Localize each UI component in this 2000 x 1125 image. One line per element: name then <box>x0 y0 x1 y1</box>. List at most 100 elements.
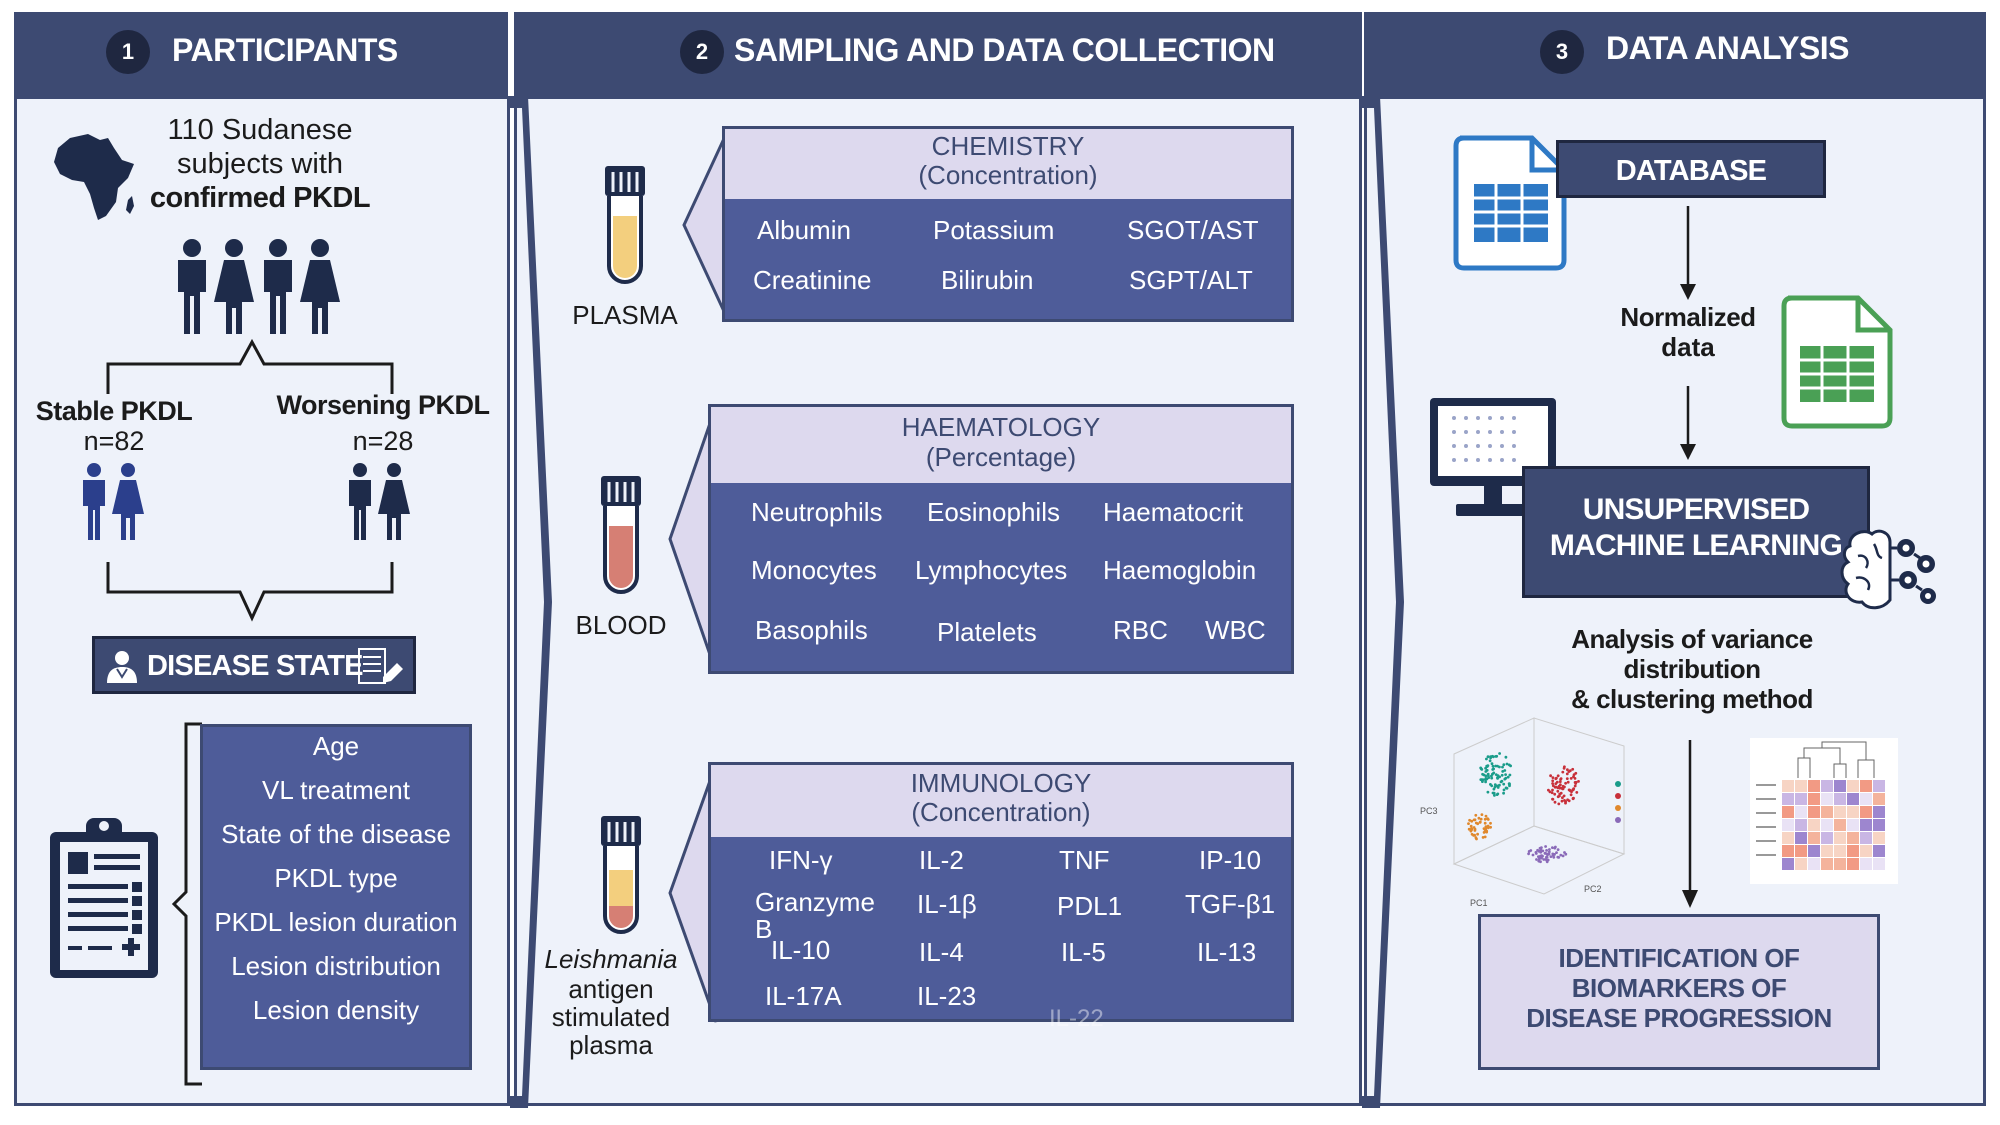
scatter-point <box>1485 777 1489 781</box>
heatmap-cell <box>1782 780 1794 792</box>
people-icon <box>178 239 340 334</box>
variables-box: Age VL treatment State of the disease PK… <box>200 724 472 1070</box>
normalized-line-1: Normalized <box>1620 302 1756 332</box>
doctor-icon <box>107 651 137 683</box>
scatter-point <box>1490 762 1494 766</box>
normalized-line-2: data <box>1661 332 1715 362</box>
chemistry-item: SGOT/AST <box>1127 215 1259 245</box>
scatter-point <box>1505 786 1509 790</box>
scatter-point <box>1574 771 1578 775</box>
scatter-point <box>1562 794 1566 798</box>
scatter-point <box>1502 791 1505 795</box>
scatter-point <box>1546 858 1550 862</box>
haematology-head: HAEMATOLOGY (Percentage) <box>711 407 1291 483</box>
scatter-point <box>1535 858 1538 861</box>
scatter-point <box>1490 776 1494 780</box>
antigen-label-line: antigen <box>568 974 654 1004</box>
heatmap-cell <box>1847 832 1859 844</box>
heatmap-cell <box>1821 793 1833 805</box>
scatter-point <box>1498 775 1501 779</box>
scatter-point <box>1483 817 1487 821</box>
chevron-arrow-1 <box>510 96 552 1108</box>
heatmap-cell <box>1808 819 1820 831</box>
heatmap-cell <box>1795 806 1807 818</box>
immunology-item: IL-23 <box>917 981 977 1011</box>
scatter-point <box>1549 774 1552 778</box>
chemistry-head: CHEMISTRY (Concentration) <box>725 129 1291 199</box>
scatter-point <box>1563 851 1566 854</box>
ml-line-1: UNSUPERVISED <box>1582 493 1810 526</box>
scatter-point <box>1473 829 1477 832</box>
scatter-point <box>1544 845 1547 848</box>
scatter-point <box>1560 799 1564 803</box>
scatter-point <box>1551 788 1554 792</box>
scatter-point <box>1571 788 1575 792</box>
heatmap-cell <box>1782 819 1794 831</box>
scatter-point <box>1551 779 1555 783</box>
scatter-point <box>1496 764 1499 768</box>
participants-line-3: confirmed PKDL <box>149 182 371 214</box>
scatter-point <box>1468 818 1471 822</box>
scatter-point <box>1571 797 1575 800</box>
heatmap-cell <box>1847 793 1859 805</box>
heatmap-cell <box>1847 806 1859 818</box>
disease-state-box: DISEASE STATE <box>92 636 416 694</box>
heatmap-cell <box>1834 806 1846 818</box>
antigen-tube-icon <box>601 816 641 934</box>
heatmap-cell <box>1795 858 1807 870</box>
heatmap-cell <box>1821 819 1833 831</box>
scatter-point <box>1556 789 1560 793</box>
scatter-point <box>1481 778 1485 782</box>
scatter-point <box>1551 797 1555 801</box>
scatter-point <box>1561 854 1565 858</box>
scatter-point <box>1548 848 1551 851</box>
scatter-point <box>1567 770 1571 773</box>
scatter-point <box>1567 799 1571 803</box>
scatter-point <box>1577 780 1580 783</box>
scatter-point <box>1556 848 1560 851</box>
scatter-point <box>1499 780 1503 784</box>
heatmap-cell <box>1834 858 1846 870</box>
heatmap-cell <box>1860 780 1872 792</box>
variable-item: PKDL type <box>274 863 398 893</box>
variable-item: VL treatment <box>262 775 410 805</box>
chemistry-item: SGPT/ALT <box>1129 265 1253 295</box>
scatter-point <box>1553 792 1557 796</box>
scatter-point <box>1486 826 1490 830</box>
database-label: DATABASE <box>1615 155 1767 187</box>
heatmap-cell <box>1873 806 1885 818</box>
scatter-point <box>1548 790 1552 794</box>
heatmap-cell <box>1795 793 1807 805</box>
africa-map-icon <box>54 134 134 220</box>
scatter-point <box>1537 859 1541 863</box>
scatter-point <box>1570 790 1573 794</box>
scatter-point <box>1566 768 1569 772</box>
scatter-point <box>1467 822 1470 825</box>
section-number-3: 3 <box>1540 30 1584 74</box>
immunology-item: IL-10 <box>771 935 831 965</box>
pc-label: PC2 <box>1584 884 1602 894</box>
heatmap-cell <box>1808 845 1820 857</box>
scatter-point <box>1547 850 1551 854</box>
immunology-item: IL-5 <box>1061 937 1106 967</box>
scatter-point <box>1571 767 1575 771</box>
haematology-item: Haemoglobin <box>1103 555 1257 585</box>
scatter-point <box>1561 796 1564 800</box>
arrow-to-biomarkers <box>1682 740 1698 908</box>
heatmap-cell <box>1795 780 1807 792</box>
heatmap-cell <box>1834 832 1846 844</box>
heatmap-cell <box>1808 806 1820 818</box>
plasma-label: PLASMA <box>572 300 678 330</box>
section-title-participants: PARTICIPANTS <box>172 32 398 68</box>
scatter-point <box>1561 770 1565 774</box>
scatter-point <box>1469 824 1473 828</box>
scatter-point <box>1484 780 1487 784</box>
immunology-subtitle: (Concentration) <box>911 797 1091 827</box>
scatter-point <box>1484 814 1488 818</box>
haematology-subtitle: (Percentage) <box>925 442 1077 472</box>
scatter-point <box>1474 821 1478 825</box>
scatter-point <box>1493 794 1496 797</box>
scatter-point <box>1559 777 1563 780</box>
haematology-item: WBC <box>1205 615 1266 645</box>
heatmap-cell <box>1808 858 1820 870</box>
